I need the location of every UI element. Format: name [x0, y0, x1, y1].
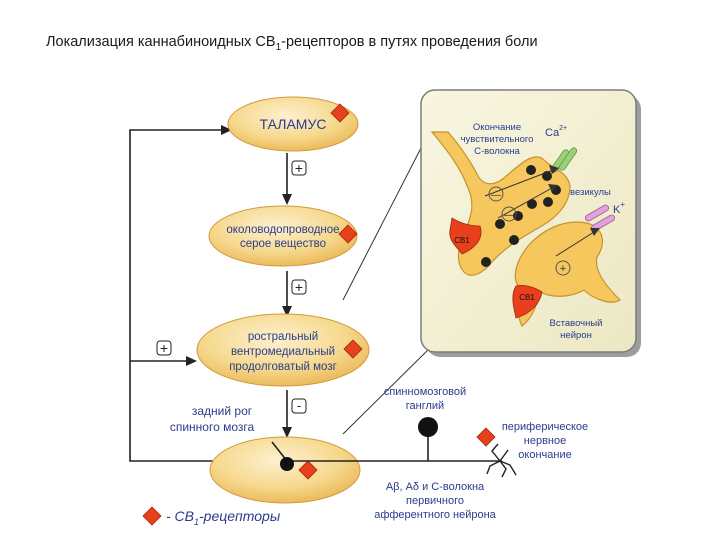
peripheral-label-line2: нервное [524, 435, 566, 447]
vesicle [513, 211, 523, 221]
inset-arrow-ca [484, 169, 554, 197]
thalamus-node [227, 96, 359, 152]
rvm-label-line1: ростральный [248, 331, 318, 343]
inset-arrow-vesicle [497, 187, 553, 219]
inset-minus-lower: — [501, 206, 517, 222]
peripheral-label-line3: окончание [518, 449, 571, 461]
pag-node [208, 205, 358, 267]
vesicle [543, 197, 553, 207]
cb1-receptor-rvm [343, 339, 363, 359]
rvm-input-arrowhead [186, 356, 197, 366]
legend-label: - CB1-рецепторы [166, 508, 281, 527]
svg-text:+: + [295, 279, 303, 295]
vesicles-label: везикулы [570, 187, 611, 198]
title-subscript: 1 [275, 41, 282, 53]
potassium-channel [584, 204, 616, 232]
spinal-ganglion [418, 417, 438, 437]
svg-text:+: + [160, 340, 168, 356]
inset-plus: + [555, 260, 571, 276]
cb1-receptor-interneuron [512, 285, 543, 319]
plus-sign-thalamus-pag: + [291, 160, 307, 176]
title-prefix: Локализация каннабиноидных CB [46, 34, 276, 50]
fibers-label-line3: афферентного нейрона [374, 509, 496, 521]
rvm-node [196, 313, 370, 387]
fibers-label-line1: Аβ, Аδ и С-волокна [386, 481, 485, 493]
minus-sign-rvm-horn: - [291, 398, 307, 414]
calcium-channel [550, 147, 578, 173]
dorsal-horn-label-line1: задний рог [192, 404, 253, 418]
callout-wedge [343, 333, 440, 434]
cb1-receptor-pag [338, 224, 358, 244]
rvm-label-line2: вентромедиальный [231, 346, 335, 358]
horn-synapse-dot [280, 457, 294, 471]
cb1-label-interneuron: CB1 [519, 293, 535, 302]
feedback-loop-line [129, 129, 290, 462]
plus-sign-rvm-input: + [156, 340, 172, 356]
cb1-receptor-horn [298, 460, 318, 480]
feedback-arrowhead [221, 125, 232, 135]
ending-label-line2: чувствительного [461, 134, 534, 145]
fibers-label-line2: первичного [406, 495, 464, 507]
inset-arrow-vesicle-head [548, 184, 558, 192]
ending-label-line1: Окончание [473, 122, 521, 133]
vesicle [526, 165, 536, 175]
peripheral-nerve-ending [486, 443, 517, 478]
callout-line-upper [342, 147, 422, 301]
vesicle [527, 199, 537, 209]
interneuron-label-line2: нейрон [560, 330, 592, 341]
ganglion-label-line2: ганглий [406, 400, 444, 412]
arrow-pag-to-rvm-head [282, 306, 292, 317]
inset-arrow-ca-head [549, 165, 559, 174]
vesicle [481, 257, 491, 267]
cb1-receptor-presynaptic [449, 217, 482, 255]
pag-label-line1: околоводопроводное [226, 224, 339, 236]
arrow-thalamus-to-pag-head [282, 194, 292, 205]
svg-text:-: - [297, 398, 301, 413]
svg-text:+: + [560, 263, 566, 275]
thalamus-label: ТАЛАМУС [260, 116, 327, 132]
svg-text:+: + [295, 160, 303, 176]
arrow-rvm-to-horn-head [282, 427, 292, 438]
title-suffix: -рецепторов в путях проведения боли [281, 34, 538, 50]
cb1-receptor-thalamus [330, 103, 350, 123]
dorsal-horn-label-line2: спинного мозга [170, 420, 255, 434]
inset-minus-upper: — [488, 186, 504, 202]
svg-text:—: — [504, 210, 514, 221]
interneuron-label-line1: Вставочный [550, 318, 603, 329]
svg-text:—: — [491, 190, 501, 201]
legend-receptor-icon [142, 506, 162, 526]
cb1-receptor-peripheral [476, 427, 496, 447]
callout-line-lower [342, 342, 436, 435]
page-title: Локализация каннабиноидных CB1-рецепторо… [46, 34, 538, 53]
inset-arrow-k [555, 231, 595, 257]
calcium-label: Ca2+ [545, 125, 567, 139]
plus-sign-pag-rvm: + [291, 279, 307, 295]
cb1-label-presynaptic: CB1 [454, 236, 470, 245]
peripheral-label-line1: периферическое [502, 421, 588, 433]
pag-label-line2: серое вещество [240, 238, 326, 250]
potassium-label: K+ [613, 200, 625, 216]
rvm-label-line3: продолговатый мозг [229, 361, 337, 373]
vesicle [495, 219, 505, 229]
ending-label-line3: С-волокна [474, 146, 520, 157]
ganglion-label-line1: спинномозговой [384, 386, 466, 398]
vesicle [509, 235, 519, 245]
inset-arrow-k-head [590, 228, 600, 236]
